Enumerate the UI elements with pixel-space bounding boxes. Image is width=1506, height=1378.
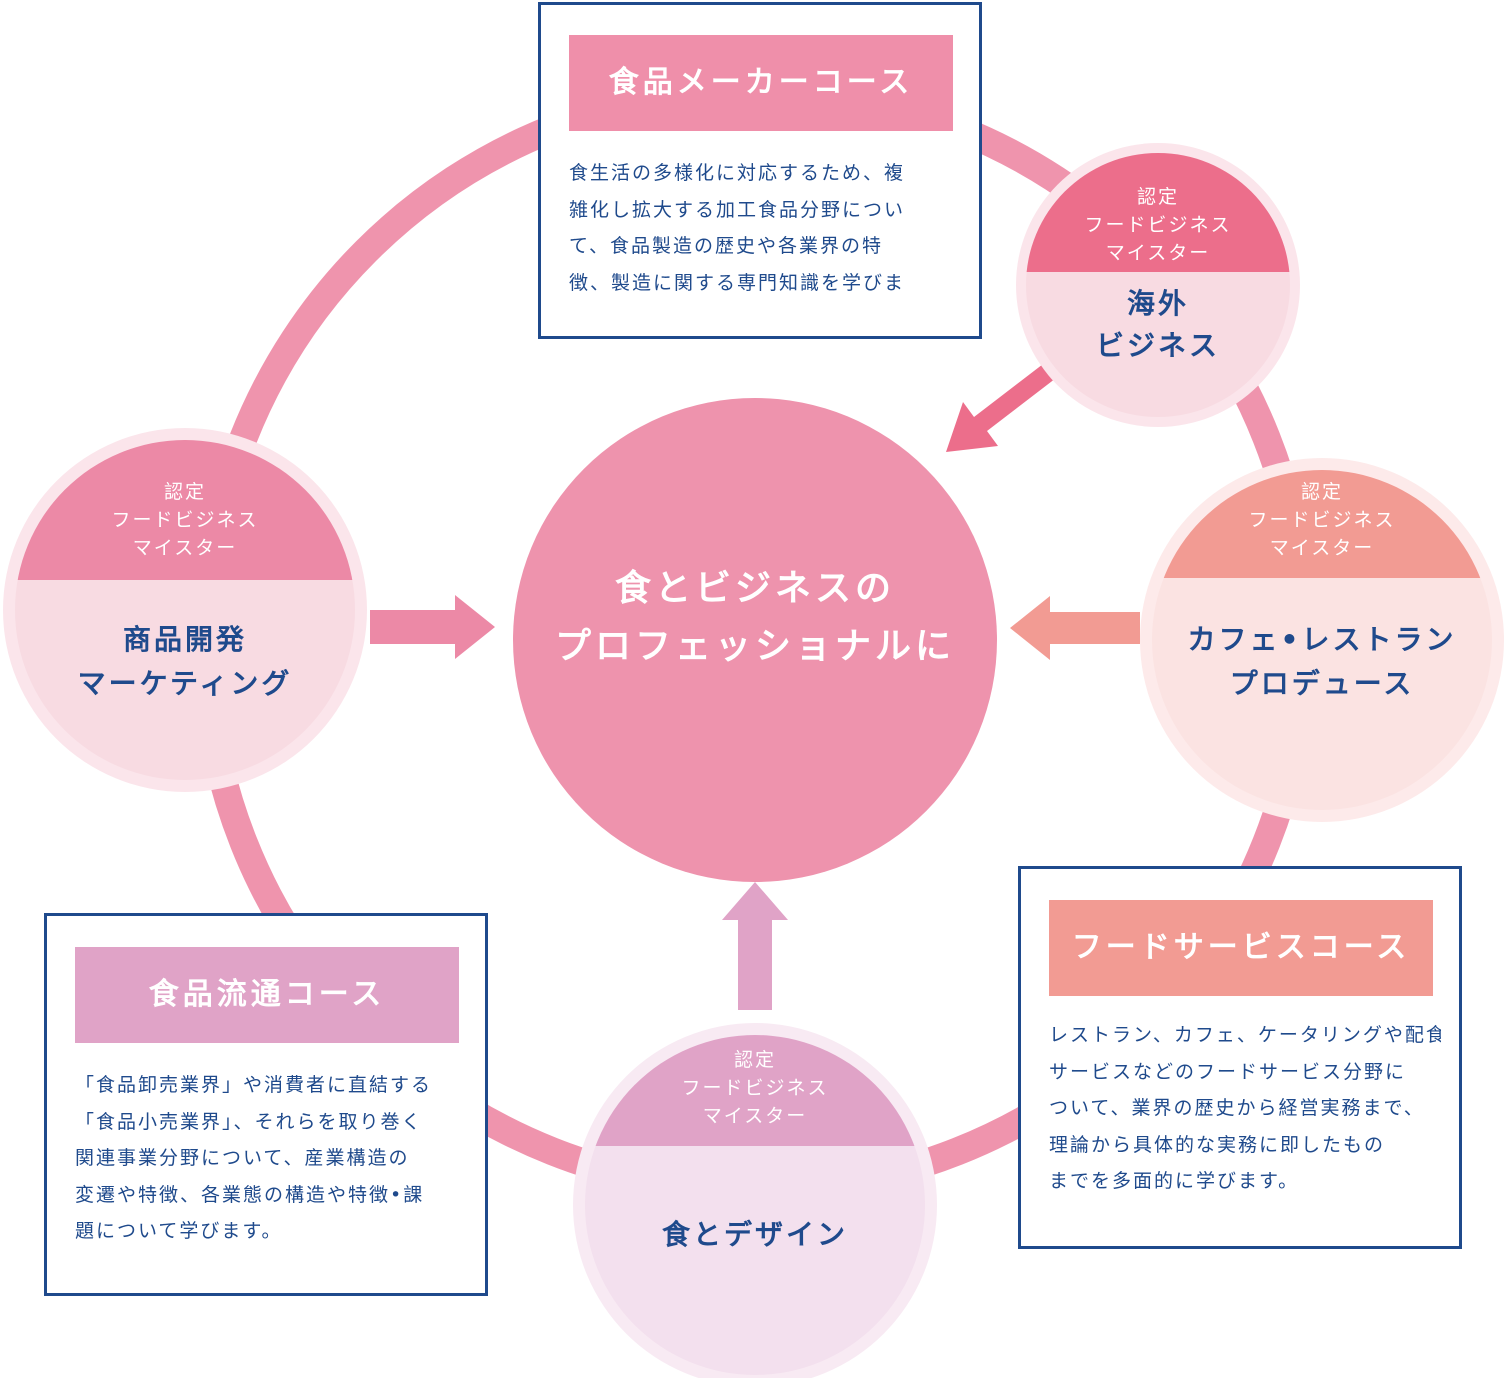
course-box-foodservice: フードサービスコース レストラン、カフェ、ケータリングや配食 サービスなどのフー… xyxy=(1018,866,1462,1249)
description-line: までを多面的に学びます。 xyxy=(1049,1170,1300,1192)
course-description: 食生活の多様化に対応するため、複 雑化し拡大する加工食品分野につい て、食品製造… xyxy=(569,155,961,301)
node-name-food-design: 食とデザイン xyxy=(585,1213,925,1257)
node-name-line: 食とデザイン xyxy=(661,1218,848,1251)
course-description: レストラン、カフェ、ケータリングや配食 サービスなどのフードサービス分野に つい… xyxy=(1049,1017,1441,1200)
node-name-line: プロデュース xyxy=(1229,667,1415,700)
description-line: 変遷や特徴、各業態の構造や特徴•課 xyxy=(75,1183,425,1206)
description-line: レストラン、カフェ、ケータリングや配食 xyxy=(1049,1024,1441,1046)
node-cafe xyxy=(1140,458,1504,822)
cert-line: フードビジネス xyxy=(1248,509,1396,531)
description-line: 徴、製造に関する専門知識を学びま xyxy=(569,271,906,294)
node-name-line: 海外 xyxy=(1126,287,1189,320)
center-label-line: プロフェッショナルに xyxy=(554,626,955,667)
description-line: 「食品卸売業界」や消費者に直結する xyxy=(75,1074,433,1096)
description-line: ついて、業界の歴史から経営実務まで、 xyxy=(1049,1097,1425,1119)
course-box-maker: 食品メーカーコース 食生活の多様化に対応するため、複 雑化し拡大する加工食品分野… xyxy=(538,2,982,339)
course-title: フードサービスコース xyxy=(1049,900,1433,996)
arrow-up-icon xyxy=(722,882,788,1010)
node-name-cafe: カフェ•レストラン プロデュース xyxy=(1152,618,1492,706)
arrow-left-icon xyxy=(1010,596,1140,660)
node-overseas xyxy=(1016,143,1300,427)
description-line: 食生活の多様化に対応するため、複 xyxy=(569,162,906,184)
description-line: て、食品製造の歴史や各業界の特 xyxy=(569,235,884,257)
cert-line: マイスター xyxy=(702,1105,808,1127)
cert-line: マイスター xyxy=(1105,242,1211,264)
cert-line: マイスター xyxy=(132,537,238,559)
cert-label: 認定 フードビジネス マイスター xyxy=(1162,478,1482,562)
node-name-line: マーケティング xyxy=(77,667,293,700)
description-line: 理論から具体的な実務に即したもの xyxy=(1049,1133,1386,1156)
description-line: サービスなどのフードサービス分野に xyxy=(1049,1060,1407,1083)
node-name-line: カフェ•レストラン xyxy=(1187,623,1457,656)
course-description: 「食品卸売業界」や消費者に直結する 「食品小売業界」、それらを取り巻く 関連事業… xyxy=(75,1067,467,1250)
arrow-diagonal-icon xyxy=(946,361,1060,452)
arrow-right-icon xyxy=(370,595,495,659)
cert-line: 認定 xyxy=(163,481,206,503)
description-line: 題について学びます。 xyxy=(75,1220,283,1242)
cert-line: フードビジネス xyxy=(1084,214,1232,236)
center-circle xyxy=(513,398,997,882)
cert-label: 認定 フードビジネス マイスター xyxy=(25,478,345,562)
node-name-line: ビジネス xyxy=(1095,329,1220,362)
description-line: 雑化し拡大する加工食品分野につい xyxy=(569,198,906,221)
description-line: 「食品小売業界」、それらを取り巻く xyxy=(75,1110,423,1133)
course-title: 食品メーカーコース xyxy=(569,35,953,131)
cert-label: 認定 フードビジネス マイスター xyxy=(595,1046,915,1130)
course-box-distribution: 食品流通コース 「食品卸売業界」や消費者に直結する 「食品小売業界」、それらを取… xyxy=(44,913,488,1296)
cert-label: 認定 フードビジネス マイスター xyxy=(1040,183,1276,267)
description-line: 関連事業分野について、産業構造の xyxy=(75,1147,410,1169)
cert-line: 認定 xyxy=(1300,481,1343,503)
cert-line: 認定 xyxy=(1136,186,1179,208)
node-product-dev xyxy=(3,428,367,792)
cert-line: マイスター xyxy=(1269,537,1375,559)
node-name-product-dev: 商品開発 マーケティング xyxy=(15,618,355,706)
course-title: 食品流通コース xyxy=(75,947,459,1043)
node-name-overseas: 海外 ビジネス xyxy=(1040,283,1276,367)
cert-line: 認定 xyxy=(733,1049,776,1071)
cert-line: フードビジネス xyxy=(681,1077,829,1099)
center-label-line: 食とビジネスの xyxy=(614,568,895,609)
node-name-line: 商品開発 xyxy=(122,623,247,656)
center-label: 食とビジネスの プロフェッショナルに xyxy=(505,560,1005,676)
cert-line: フードビジネス xyxy=(111,509,259,531)
